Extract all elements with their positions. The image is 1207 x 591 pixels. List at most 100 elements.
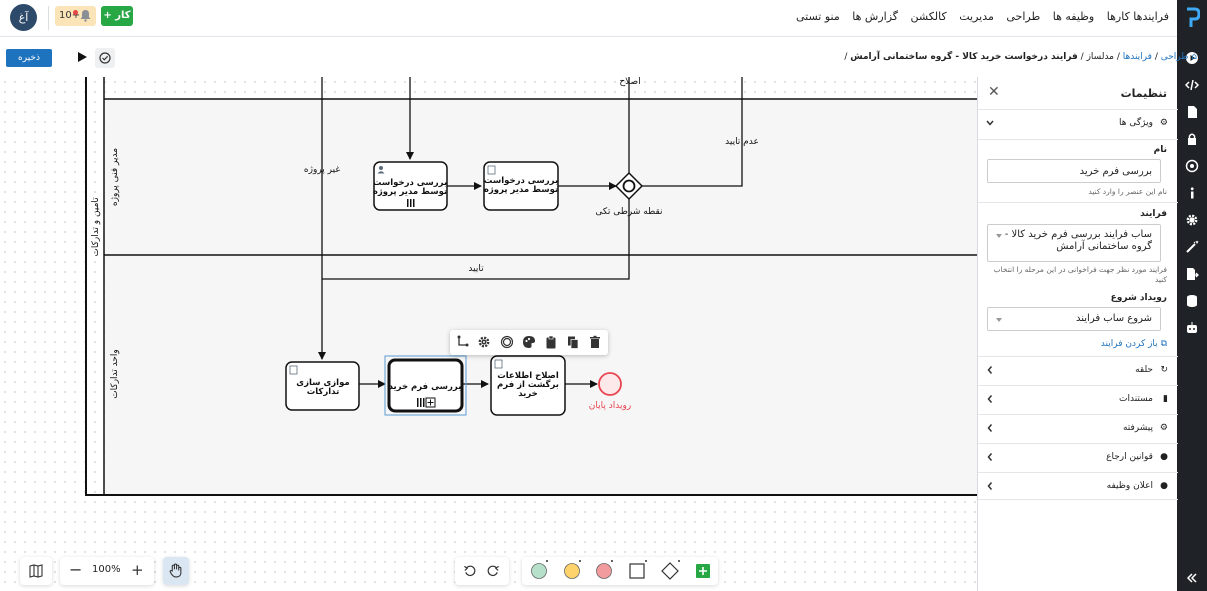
bell-icon — [80, 10, 91, 22]
minimap-toggle[interactable] — [20, 557, 52, 585]
menu-item-management[interactable]: مدیریت — [959, 10, 994, 23]
redo-icon: ↻ — [1160, 365, 1168, 375]
pool[interactable] — [85, 77, 977, 496]
section-loop[interactable]: ↻ حلقه — [978, 356, 1178, 384]
end-event[interactable] — [598, 372, 622, 396]
book-icon: ▮ — [1163, 394, 1168, 404]
section-label: ویژگی ها — [1119, 118, 1153, 128]
menu-item-tasks[interactable]: وظیفه ها — [1052, 10, 1095, 23]
palette-intermediate-event[interactable] — [564, 563, 580, 579]
gear-icon[interactable] — [477, 335, 491, 349]
zoom-out-button[interactable]: − — [69, 560, 83, 579]
add-task-button[interactable]: + کار — [101, 6, 133, 26]
undo-icon[interactable] — [463, 564, 476, 577]
flow-approve[interactable] — [322, 199, 630, 280]
code-icon[interactable] — [1184, 77, 1200, 93]
section-label: حلقه — [1135, 365, 1153, 375]
process-select[interactable]: ساب فرایند بررسی فرم خرید کالا - گروه سا… — [987, 224, 1161, 262]
name-help: نام این عنصر را وارد کنید — [1088, 187, 1167, 196]
play-circle-icon[interactable] — [1184, 50, 1200, 66]
start-event-select[interactable]: شروع ساب فرایند — [987, 307, 1161, 331]
lane-label-pm: مدیر فنی پروژه — [110, 148, 120, 206]
process-value: ساب فرایند بررسی فرم خرید کالا - گروه سا… — [1004, 229, 1152, 252]
copy-icon[interactable] — [566, 335, 580, 349]
app-sidebar — [1177, 0, 1207, 591]
zoom-in-button[interactable]: + — [131, 561, 144, 579]
event-icon[interactable] — [500, 335, 514, 349]
zoom-level: 100% — [92, 564, 121, 575]
flow-label-non-project: غیر پروژه — [304, 165, 340, 175]
task-label: بررسی فرم خرید — [389, 382, 462, 392]
section-label: اعلان وظیفه — [1106, 481, 1153, 491]
end-event-label: رویداد پایان — [589, 401, 631, 411]
breadcrumb-current: فرایند درخواست خرید کالا - گروه ساختمانی… — [850, 52, 1078, 62]
palette-start-event[interactable] — [531, 563, 547, 579]
target-icon[interactable] — [1184, 158, 1200, 174]
flow-reject[interactable] — [642, 77, 743, 187]
bpmn-diagram: تامین و تدارکات مدیر فنی پروژه واحد تدار… — [85, 77, 977, 496]
open-process-link[interactable]: ⧉ باز کردن فرایند — [1100, 339, 1167, 349]
panel-title: تنظیمات — [1120, 87, 1167, 100]
palette-icon[interactable] — [522, 335, 536, 349]
top-navbar: آغ 10+ + کار فرایندها کارها وظیفه ها طرا… — [0, 0, 1177, 37]
context-pad — [450, 330, 608, 355]
breadcrumb-processes[interactable]: فرایندها — [1122, 52, 1152, 62]
palette-end-event[interactable] — [596, 563, 612, 579]
subprocess-marker-icon — [425, 397, 436, 408]
section-advanced[interactable]: ⚙پیشرفته — [978, 414, 1178, 442]
gear-icon: ⚙ — [1159, 118, 1168, 128]
magic-wand-icon[interactable] — [1184, 239, 1200, 255]
collapse-icon[interactable] — [1184, 570, 1200, 586]
gear-icon[interactable] — [1184, 212, 1200, 228]
menu-item-design[interactable]: طراحی — [1006, 10, 1041, 23]
file-export-icon[interactable] — [1184, 266, 1200, 282]
menu-item-test-menu[interactable]: منو تستی — [795, 10, 840, 23]
hand-tool-button[interactable] — [163, 557, 189, 585]
diagram-canvas[interactable]: تامین و تدارکات مدیر فنی پروژه واحد تدار… — [0, 77, 977, 591]
notifications-button[interactable]: 10+ — [55, 6, 96, 26]
exclusive-gateway[interactable] — [614, 171, 644, 201]
validate-button[interactable] — [95, 48, 115, 68]
breadcrumb-home[interactable]: ⌂ طراحی — [1160, 52, 1197, 62]
notification-dot — [73, 10, 78, 15]
run-icon[interactable] — [76, 51, 88, 63]
flow-label-reject: عدم تایید — [725, 137, 759, 147]
trash-icon[interactable] — [588, 335, 602, 349]
cogs-icon: ⚙ — [1159, 423, 1168, 433]
info-icon[interactable] — [1184, 185, 1200, 201]
name-input[interactable] — [987, 159, 1161, 183]
element-palette — [522, 557, 718, 585]
menu-item-collection[interactable]: کالکشن — [910, 10, 947, 23]
user-avatar[interactable]: آغ — [10, 4, 37, 31]
database-icon[interactable] — [1184, 293, 1200, 309]
section-properties[interactable]: ⚙ ویژگی ها — [978, 109, 1178, 139]
robot-icon[interactable] — [1184, 320, 1200, 336]
redo-icon[interactable] — [487, 564, 500, 577]
menu-item-reports[interactable]: گزارش ها — [852, 10, 899, 23]
clipboard-icon[interactable] — [544, 335, 558, 349]
lock-icon[interactable] — [1184, 131, 1200, 147]
chevron-left-icon — [987, 424, 993, 432]
name-label: نام — [1153, 145, 1167, 155]
process-help: فرایند مورد نظر جهت فراخوانی در این مرحل… — [993, 265, 1167, 284]
section-documentation[interactable]: ▮مستندات — [978, 385, 1178, 413]
file-icon[interactable] — [1184, 104, 1200, 120]
section-task-notification[interactable]: ●اعلان وظیفه — [978, 472, 1178, 500]
connect-icon[interactable] — [456, 335, 470, 349]
palette-gateway[interactable] — [661, 562, 679, 580]
section-assignment-rules[interactable]: ●قوانین ارجاع — [978, 443, 1178, 471]
close-icon[interactable]: ✕ — [988, 84, 1000, 100]
chevron-down-icon — [986, 120, 994, 126]
save-button[interactable]: ذخیره — [6, 49, 52, 67]
task-review-form[interactable]: بررسی فرم خرید — [387, 358, 464, 413]
external-link-icon: ⧉ — [1160, 339, 1167, 349]
palette-task[interactable] — [629, 563, 645, 579]
menu-item-processes[interactable]: فرایندها کارها — [1106, 10, 1169, 23]
